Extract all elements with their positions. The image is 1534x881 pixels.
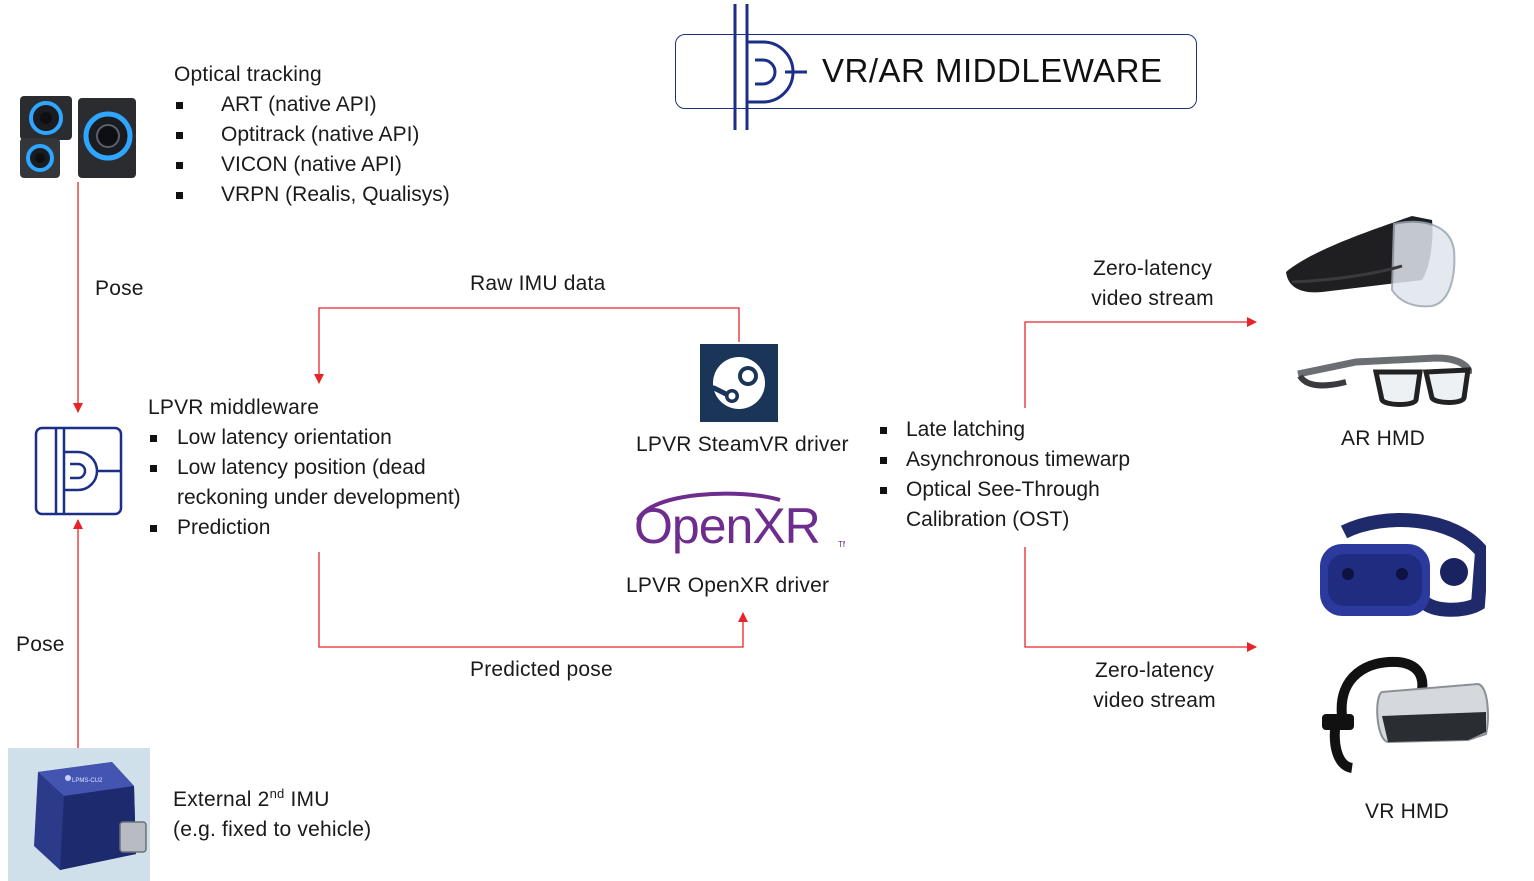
ar-glasses-icon	[1297, 354, 1472, 407]
openxr-logo: TM OpenXR	[630, 490, 845, 555]
list-item: VRPN (Realis, Qualisys)	[174, 180, 450, 210]
list-item: reckoning under development)	[177, 486, 461, 509]
predicted-pose-label: Predicted pose	[470, 658, 613, 681]
arrow-predicted-pose	[318, 552, 748, 648]
openxr-swoosh-icon: TM	[636, 491, 845, 549]
optical-tracking-list: ART (native API) Optitrack (native API) …	[174, 90, 450, 210]
optical-tracking-title: Optical tracking	[174, 63, 322, 86]
optical-cameras-icon	[20, 96, 136, 178]
imu-subtitle: (e.g. fixed to vehicle)	[173, 818, 372, 841]
list-item: Late latching	[878, 415, 1130, 445]
steam-logo-icon	[700, 344, 778, 422]
vr-headset-vive-icon	[1320, 513, 1486, 617]
raw-imu-label: Raw IMU data	[470, 272, 606, 295]
list-item: Low latency position (dead	[148, 453, 461, 483]
header-title: VR/AR MIDDLEWARE	[822, 52, 1163, 89]
list-item: Asynchronous timewarp	[878, 445, 1130, 475]
arrow-video-bottom	[1024, 547, 1257, 652]
list-item: Calibration (OST)	[906, 508, 1070, 531]
vr-hmd-label: VR HMD	[1365, 800, 1450, 823]
openxr-wordmark: OpenXR	[634, 498, 821, 554]
imu-title: External 2nd IMU	[173, 786, 330, 811]
list-item: ART (native API)	[174, 90, 450, 120]
zero-latency-top-label: Zero-latency video stream	[1091, 257, 1214, 310]
list-item: Optical See-Through	[878, 475, 1130, 505]
pose-label-bottom: Pose	[16, 633, 65, 656]
list-item: Low latency orientation	[148, 423, 461, 453]
list-item: Prediction	[148, 513, 461, 543]
ar-hmd-label: AR HMD	[1341, 427, 1426, 450]
arrow-raw-imu	[314, 307, 740, 384]
openxr-driver-label: LPVR OpenXR driver	[626, 574, 830, 597]
list-item: Optitrack (native API)	[174, 120, 450, 150]
arrow-video-top	[1024, 317, 1257, 408]
steamvr-driver-label: LPVR SteamVR driver	[636, 433, 849, 456]
pose-label-top: Pose	[95, 277, 144, 300]
lp-logo-header-icon	[733, 4, 807, 130]
ar-headset-visor-icon	[1286, 216, 1456, 308]
middleware-title: LPVR middleware	[148, 396, 320, 419]
svg-text:LPMS-CU2: LPMS-CU2	[72, 778, 103, 784]
svg-text:TM: TM	[838, 540, 845, 549]
header-box	[675, 34, 1197, 109]
middleware-feature-list: Low latency orientation Low latency posi…	[148, 423, 461, 543]
vr-headset-varjo-icon	[1322, 656, 1489, 773]
list-item: VICON (native API)	[174, 150, 450, 180]
lp-logo-middleware-icon	[34, 426, 123, 516]
zero-latency-bottom-label: Zero-latency video stream	[1093, 659, 1216, 712]
runtime-feature-list: Late latching Asynchronous timewarp Opti…	[878, 415, 1130, 535]
imu-device-icon: LPMS-CU2	[34, 762, 147, 870]
